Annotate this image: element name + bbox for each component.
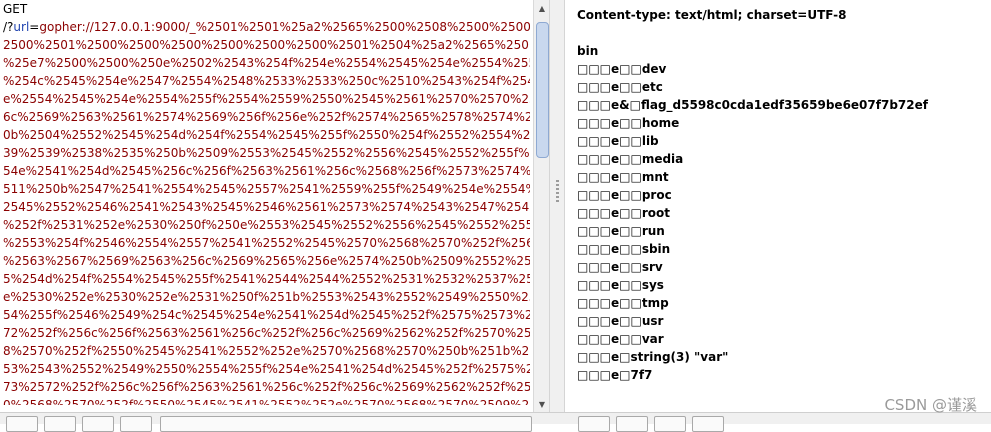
request-url-continuation: 2500%2501%2500%2500%2500%2500%2500%2500%… [0, 36, 530, 405]
request-url-line: %2553%254f%2546%2554%2557%2541%2552%2545… [3, 236, 530, 250]
request-url-line: 73%2572%252f%256c%256f%2563%2561%256c%25… [3, 380, 530, 394]
watermark: CSDN @谨溪 [884, 396, 977, 414]
response-line: □□□e□□mnt [577, 170, 669, 184]
response-line: □□□e□□var [577, 332, 664, 346]
request-vertical-scrollbar[interactable]: ▲ ▼ [533, 0, 550, 412]
scrollbar-thumb[interactable] [536, 22, 549, 158]
response-line: □□□e&□flag_d5598c0cda1edf35659be6e07f7b7… [577, 98, 928, 112]
response-line: □□□e□□dev [577, 62, 667, 76]
response-line: □□□e□□srv [577, 260, 663, 274]
param-name: url [13, 20, 30, 34]
request-search-field[interactable] [160, 416, 532, 432]
request-url-first-line: /?url=gopher://127.0.0.1:9000/_%2501%250… [0, 18, 530, 36]
request-method: GET [3, 2, 28, 16]
response-line: □□□e□□proc [577, 188, 672, 202]
bottom-toolbar [0, 412, 991, 432]
param-value-start: gopher://127.0.0.1:9000/_%2501%2501%25a2… [39, 20, 530, 34]
request-url-line: 2500%2501%2500%2500%2500%2500%2500%2500%… [3, 38, 530, 52]
toolbar-button-4[interactable] [120, 416, 152, 432]
toolbar-button-2[interactable] [44, 416, 76, 432]
request-url-line: 54%255f%2546%2549%254c%2545%254e%2541%25… [3, 308, 530, 322]
request-url-line: %254c%2545%254e%2547%2554%2548%2533%2533… [3, 74, 530, 88]
param-equals: = [29, 20, 40, 34]
scroll-up-icon[interactable]: ▲ [538, 3, 546, 13]
request-url-line: 54e%2541%254d%2545%256c%256f%2563%2561%2… [3, 164, 530, 178]
response-line: □□□e□□home [577, 116, 680, 130]
response-line: □□□e□□run [577, 224, 665, 238]
request-url-line: e%2554%2545%254e%2554%255f%2554%2559%255… [3, 92, 530, 106]
request-url-line: %2563%2567%2569%2563%256c%2569%2565%256e… [3, 254, 530, 268]
response-line: □□□e□□tmp [577, 296, 669, 310]
response-line: □□□e□7f7 [577, 368, 653, 382]
response-line: □□□e□□usr [577, 314, 664, 328]
request-url-line: 39%2539%2538%2535%250b%2509%2553%2545%25… [3, 146, 530, 160]
request-url-line: 6c%2569%2563%2561%2574%2569%256f%256e%25… [3, 110, 530, 124]
toolbar-button-1[interactable] [6, 416, 38, 432]
request-editor[interactable]: GET /?url=gopher://127.0.0.1:9000/_%2501… [0, 0, 530, 405]
response-line: □□□e□□root [577, 206, 670, 220]
request-url-line: 5%254d%254f%2554%2545%255f%2541%2544%254… [3, 272, 530, 286]
request-url-line: 72%252f%256c%256f%2563%2561%256c%252f%25… [3, 326, 530, 340]
response-line: □□□e□□sbin [577, 242, 671, 256]
request-url-line: 53%2543%2552%2549%2550%2554%255f%254e%25… [3, 362, 530, 376]
request-url-line: 8%2570%252f%2550%2545%2541%2552%252e%257… [3, 344, 530, 358]
request-url-line: %252f%2531%252e%2530%250f%250e%2553%2545… [3, 218, 530, 232]
request-url-line: 0b%2504%2552%2545%254d%254f%2554%2545%25… [3, 128, 530, 142]
splitter-grip-icon[interactable] [556, 180, 559, 204]
request-pane[interactable]: GET /?url=gopher://127.0.0.1:9000/_%2501… [0, 0, 550, 423]
response-line: □□□e□□sys [577, 278, 664, 292]
response-line: □□□e□□lib [577, 134, 659, 148]
scroll-down-icon[interactable]: ▼ [538, 399, 546, 409]
path-prefix: /? [3, 20, 14, 34]
response-line: □□□e□□media [577, 152, 684, 166]
request-url-line: %25e7%2500%2500%250e%2502%2543%254f%254e… [3, 56, 530, 70]
request-url-line: e%2530%252e%2530%252e%2531%250f%251b%255… [3, 290, 530, 304]
response-line: □□□e□string(3) "var" [577, 350, 729, 364]
response-toolbar-button-1[interactable] [578, 416, 610, 432]
response-toolbar-button-4[interactable] [692, 416, 724, 432]
response-toolbar-button-2[interactable] [616, 416, 648, 432]
toolbar-button-3[interactable] [82, 416, 114, 432]
response-pane[interactable]: Content-type: text/html; charset=UTF-8 bi… [565, 0, 991, 423]
response-toolbar-button-3[interactable] [654, 416, 686, 432]
response-line: Content-type: text/html; charset=UTF-8 [577, 8, 847, 22]
request-url-line: 0%2568%2570%252f%2550%2545%2541%2552%252… [3, 398, 530, 405]
request-url-line: 2545%2552%2546%2541%2543%2545%2546%2561%… [3, 200, 530, 214]
response-line: □□□e□□etc [577, 80, 663, 94]
response-line [577, 24, 987, 42]
pane-splitter[interactable] [549, 0, 565, 423]
response-line: bin [577, 44, 599, 58]
response-body: Content-type: text/html; charset=UTF-8 bi… [577, 6, 987, 384]
request-url-line: 511%250b%2547%2541%2554%2545%2557%2541%2… [3, 182, 530, 196]
